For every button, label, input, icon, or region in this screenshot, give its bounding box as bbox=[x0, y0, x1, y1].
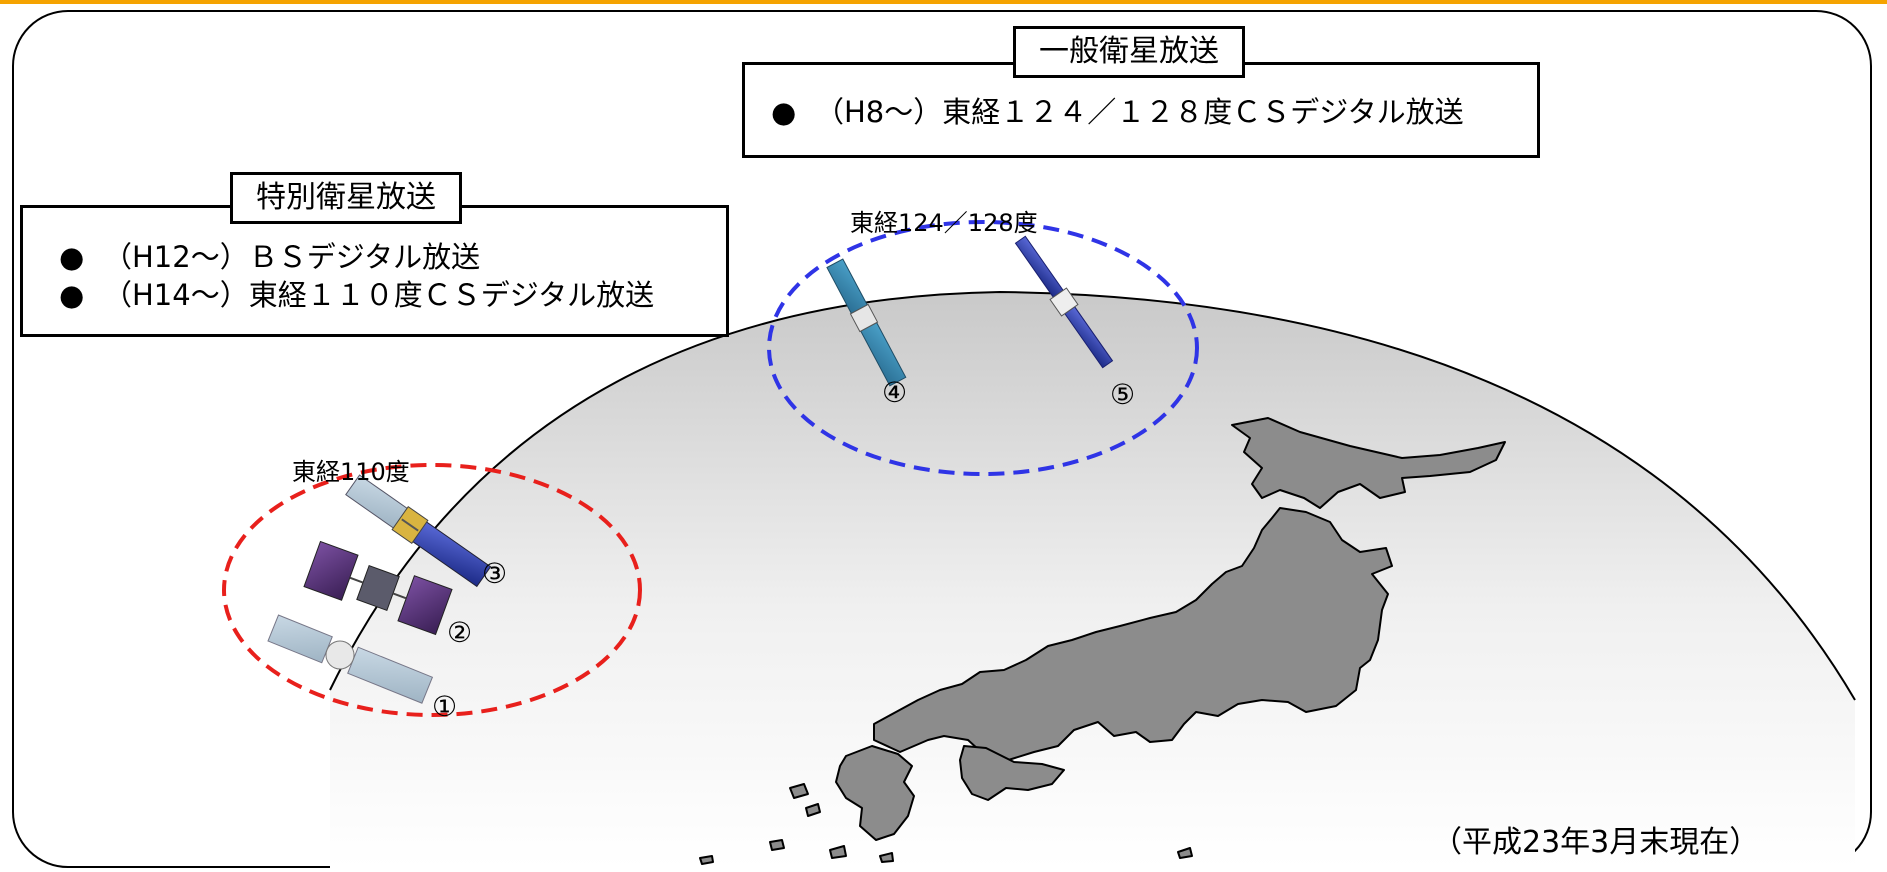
special-broadcast-item-cs110: ●（H14～）東経１１０度ＣＳデジタル放送 bbox=[59, 278, 655, 312]
satellite-5-image bbox=[1014, 235, 1114, 369]
satellite-1-image bbox=[267, 614, 434, 704]
special-broadcast-title: 特別衛星放送 bbox=[230, 172, 462, 224]
orbit-124-128-label: 東経124／128度 bbox=[850, 209, 1038, 237]
orbit-110-label: 東経110度 bbox=[292, 458, 410, 486]
satellite-3-label: ③ bbox=[482, 557, 508, 590]
orbit-110-circle bbox=[222, 463, 642, 717]
orbit-124-128-circle bbox=[767, 220, 1199, 476]
top-accent-strip bbox=[0, 0, 1887, 4]
honshu-shape bbox=[873, 507, 1393, 763]
general-broadcast-box: ●（H8～）東経１２４／１２８度ＣＳデジタル放送 bbox=[742, 62, 1540, 158]
special-broadcast-item-bs: ●（H12～）ＢＳデジタル放送 bbox=[59, 240, 481, 274]
satellite-2-image bbox=[303, 540, 453, 636]
satellite-3-image bbox=[345, 474, 492, 588]
general-broadcast-item: ●（H8～）東経１２４／１２８度ＣＳデジタル放送 bbox=[771, 95, 1464, 129]
hokkaido-shape bbox=[1231, 417, 1506, 509]
satellite-2-label: ② bbox=[447, 616, 473, 649]
japan-map bbox=[699, 417, 1506, 865]
special-broadcast-box: ●（H12～）ＢＳデジタル放送 ●（H14～）東経１１０度ＣＳデジタル放送 bbox=[20, 205, 729, 337]
shikoku-shape bbox=[959, 745, 1065, 801]
earth-globe bbox=[330, 292, 1855, 868]
bullet-icon: ● bbox=[771, 95, 797, 129]
general-broadcast-title: 一般衛星放送 bbox=[1013, 26, 1245, 78]
kyushu-shape bbox=[835, 745, 915, 841]
satellite-4-image bbox=[826, 258, 907, 387]
satellite-1-label: ① bbox=[432, 690, 458, 723]
bullet-icon: ● bbox=[59, 278, 85, 312]
satellite-5-label: ⑤ bbox=[1110, 378, 1136, 411]
satellite-4-label: ④ bbox=[882, 376, 908, 409]
bullet-icon: ● bbox=[59, 240, 85, 274]
as-of-date-note: （平成23年3月末現在） bbox=[1432, 825, 1760, 860]
